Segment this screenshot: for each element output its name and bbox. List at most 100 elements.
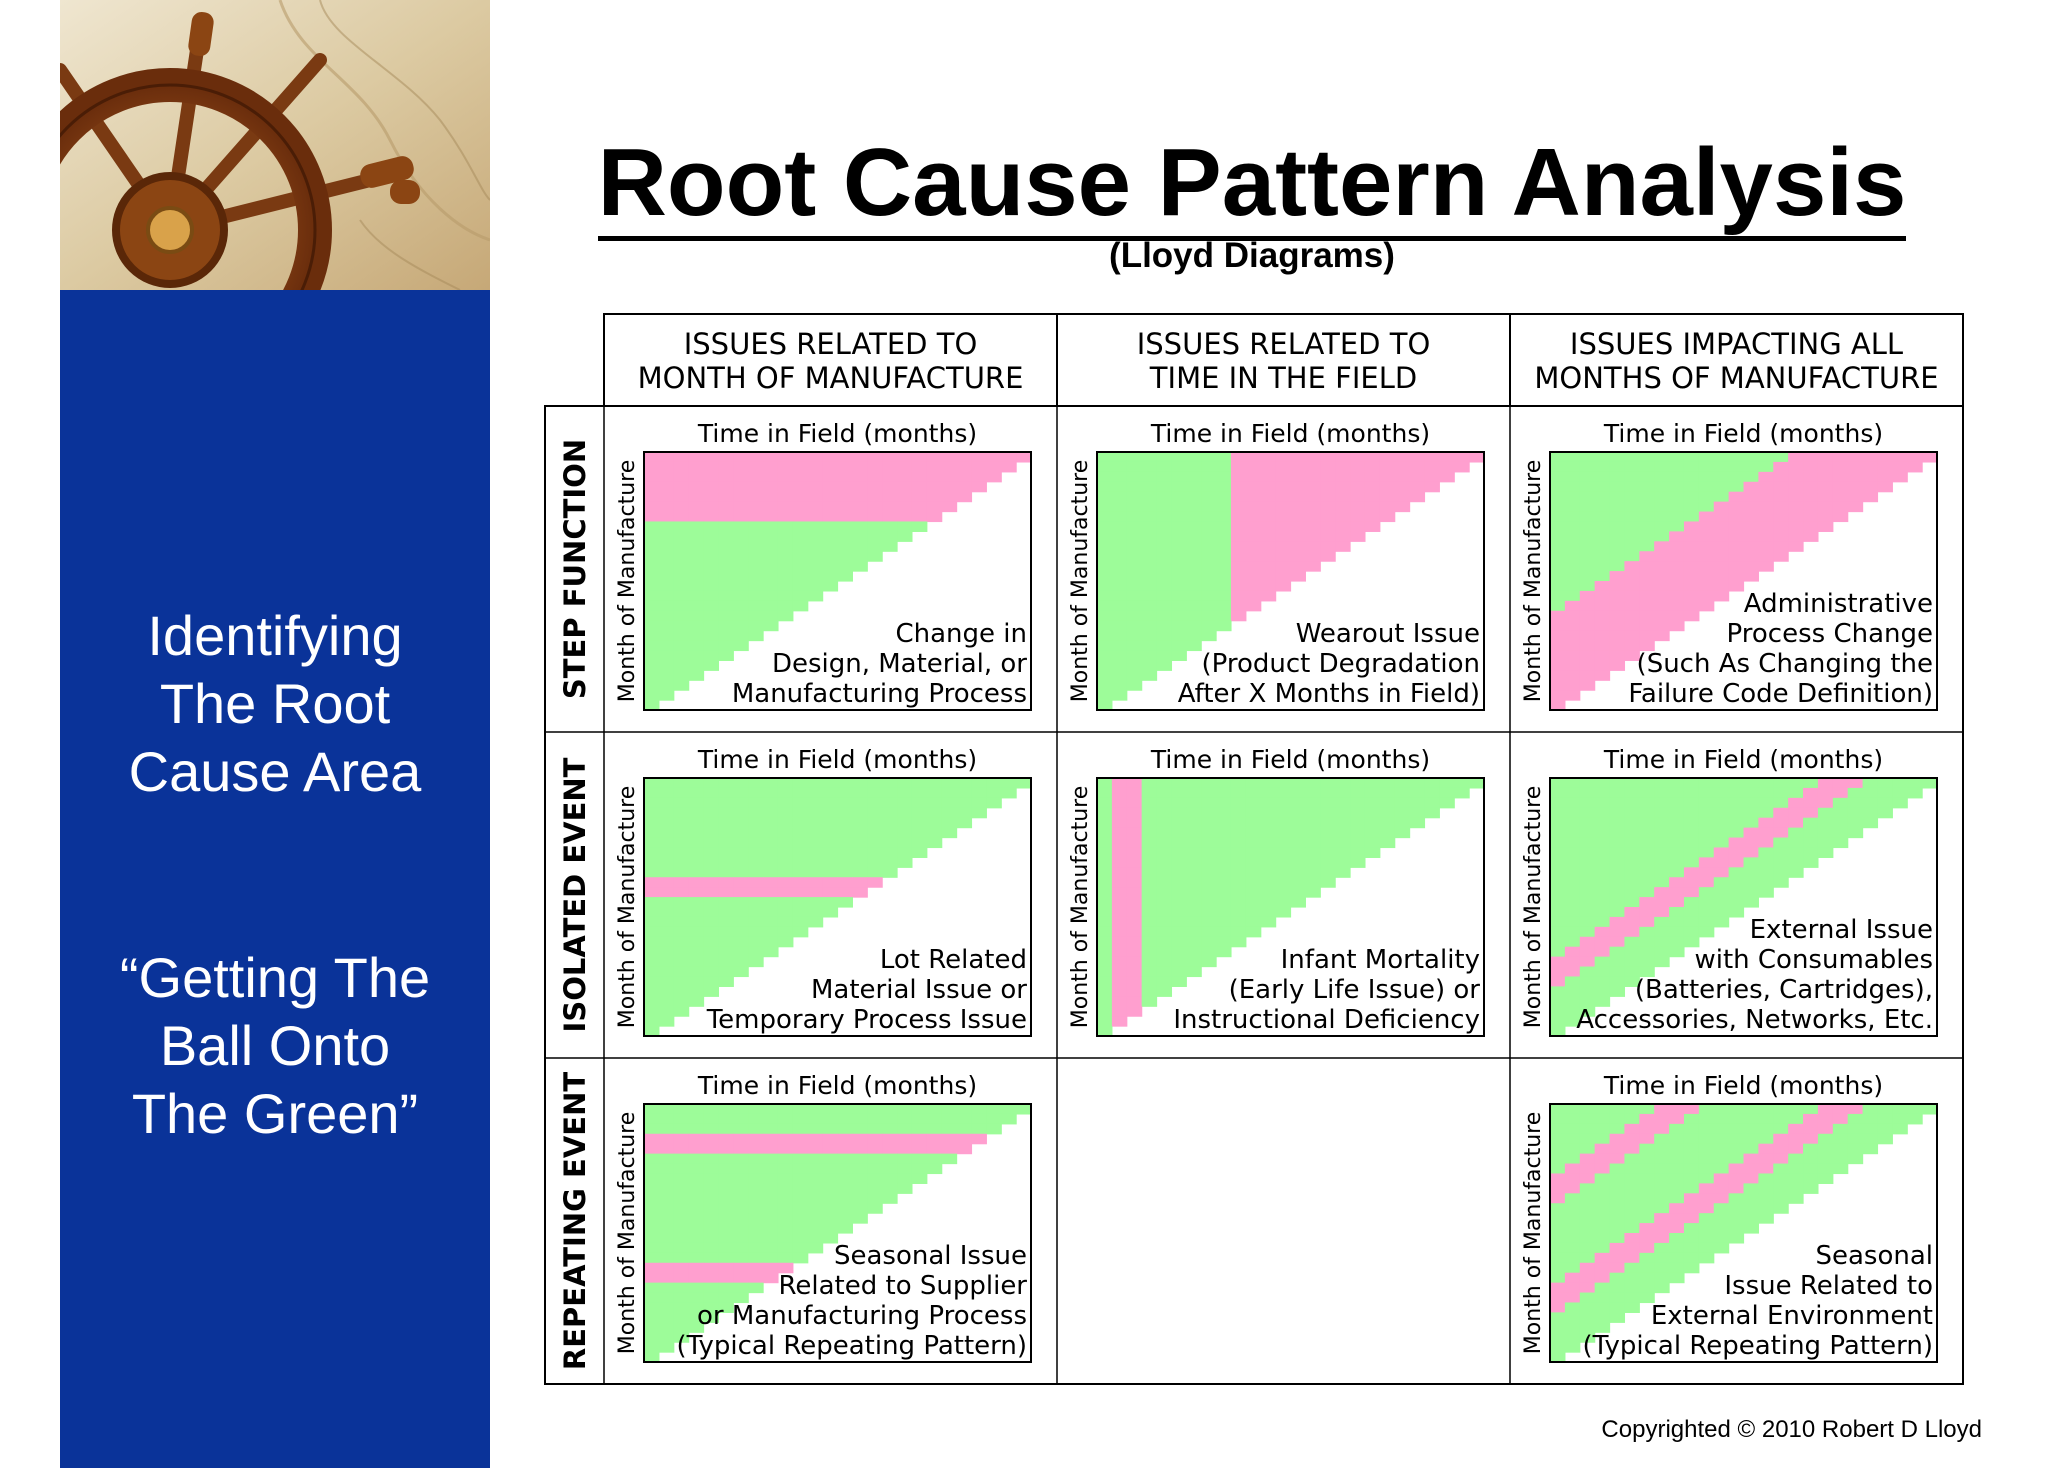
normal-cell xyxy=(703,827,720,839)
affected-cell xyxy=(837,1143,853,1155)
normal-cell xyxy=(703,966,720,978)
normal-cell xyxy=(748,946,764,958)
affected-cell xyxy=(1817,1123,1834,1135)
affected-cell xyxy=(897,471,913,483)
normal-cell xyxy=(1639,956,1655,968)
affected-cell xyxy=(1639,1223,1655,1234)
normal-cell xyxy=(1654,946,1670,958)
normal-cell xyxy=(1639,461,1655,473)
normal-cell xyxy=(1156,778,1173,789)
affected-cell xyxy=(1564,650,1581,661)
normal-cell xyxy=(658,521,675,532)
normal-cell xyxy=(703,610,720,622)
normal-cell xyxy=(1683,481,1700,493)
affected-cell xyxy=(1230,501,1247,513)
affected-cell xyxy=(777,491,794,503)
affected-cell xyxy=(1550,610,1566,622)
normal-cell xyxy=(1201,511,1217,523)
normal-cell xyxy=(1126,600,1143,612)
normal-cell xyxy=(644,1173,660,1184)
affected-cell xyxy=(1728,531,1745,542)
affected-cell xyxy=(763,877,779,888)
normal-cell xyxy=(777,827,794,839)
affected-cell xyxy=(1126,916,1143,928)
normal-cell xyxy=(1141,481,1158,493)
affected-cell xyxy=(1594,1143,1611,1155)
normal-cell xyxy=(1788,857,1804,868)
affected-cell xyxy=(956,481,973,493)
normal-cell xyxy=(1609,561,1626,572)
affected-cell xyxy=(1260,511,1277,523)
normal-cell xyxy=(792,897,809,908)
normal-cell xyxy=(1186,461,1202,473)
normal-cell xyxy=(1639,1183,1655,1194)
affected-cell xyxy=(1847,461,1864,473)
normal-cell xyxy=(1186,857,1202,868)
normal-cell xyxy=(1669,847,1685,858)
normal-cell xyxy=(1609,867,1626,878)
affected-cell xyxy=(1364,511,1381,523)
normal-cell xyxy=(777,590,794,602)
normal-cell xyxy=(1379,797,1396,809)
normal-cell xyxy=(1275,857,1292,868)
affected-cell xyxy=(1728,561,1745,572)
normal-cell xyxy=(1594,787,1611,799)
normal-cell xyxy=(644,541,660,552)
normal-cell xyxy=(658,976,675,987)
normal-cell xyxy=(763,867,779,878)
normal-cell xyxy=(644,630,660,642)
affected-cell xyxy=(1773,551,1789,562)
normal-cell xyxy=(688,1153,705,1165)
normal-cell xyxy=(748,867,764,878)
normal-cell xyxy=(673,561,690,572)
normal-cell xyxy=(1877,807,1893,819)
affected-cell xyxy=(1788,491,1804,503)
normal-cell xyxy=(748,787,764,799)
normal-cell xyxy=(837,807,853,819)
normal-cell xyxy=(673,807,690,819)
y-axis-label: Month of Manufacture xyxy=(615,460,640,702)
normal-cell xyxy=(867,541,883,552)
normal-cell xyxy=(1609,1183,1626,1194)
affected-cell xyxy=(1111,887,1128,898)
normal-cell xyxy=(1728,797,1745,809)
normal-cell xyxy=(1654,1252,1670,1264)
normal-cell xyxy=(1550,857,1566,868)
affected-cell xyxy=(1260,481,1277,493)
normal-cell xyxy=(658,936,675,948)
normal-cell xyxy=(867,837,883,849)
affected-cell xyxy=(763,471,779,483)
affected-cell xyxy=(1579,936,1596,948)
normal-cell xyxy=(1126,461,1143,473)
normal-cell xyxy=(673,1183,690,1194)
affected-cell xyxy=(1728,551,1745,562)
normal-cell xyxy=(837,857,853,868)
affected-cell xyxy=(1847,778,1864,789)
affected-cell xyxy=(1579,1282,1596,1294)
normal-cell xyxy=(1594,807,1611,819)
affected-cell xyxy=(763,1262,779,1274)
normal-cell xyxy=(1550,817,1566,829)
normal-cell xyxy=(1290,827,1306,839)
normal-cell xyxy=(1743,867,1759,878)
normal-cell xyxy=(733,827,749,839)
normal-cell xyxy=(1654,1242,1670,1254)
affected-cell xyxy=(1594,640,1611,652)
affected-cell xyxy=(1550,670,1566,681)
normal-cell xyxy=(1609,471,1626,483)
diagram-caption-line: (Batteries, Cartridges), xyxy=(1635,975,1933,1005)
affected-cell xyxy=(1669,1113,1685,1125)
normal-cell xyxy=(1669,452,1685,463)
affected-cell xyxy=(1230,491,1247,503)
affected-cell xyxy=(1126,976,1143,987)
normal-cell xyxy=(1156,926,1173,938)
diagram-caption-line: Lot Related xyxy=(880,945,1027,975)
normal-cell xyxy=(852,1163,868,1175)
normal-cell xyxy=(673,1282,690,1294)
normal-cell xyxy=(1654,787,1670,799)
normal-cell xyxy=(1550,1223,1566,1234)
normal-cell xyxy=(1126,610,1143,622)
affected-cell xyxy=(1654,561,1670,572)
affected-cell xyxy=(1305,501,1321,513)
normal-cell xyxy=(1743,1183,1759,1194)
